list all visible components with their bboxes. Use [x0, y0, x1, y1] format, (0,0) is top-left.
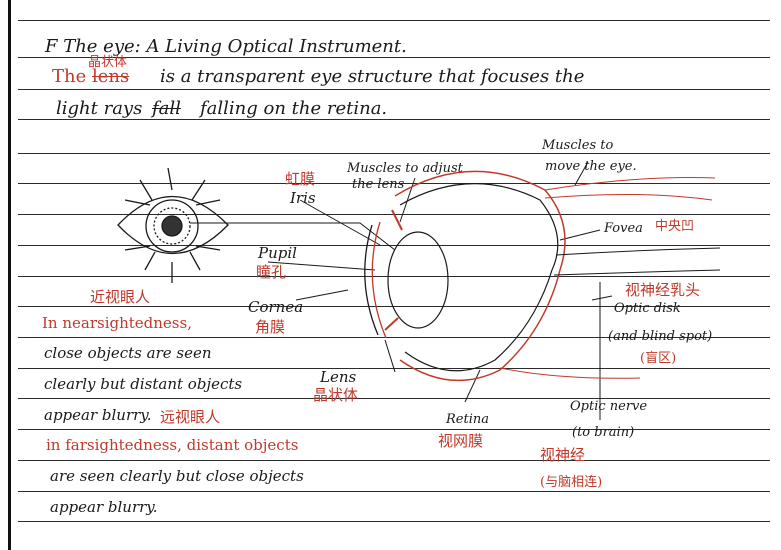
rule-line	[18, 20, 770, 21]
nearsighted-line4: appear blurry.	[44, 406, 152, 424]
cornea-label: Cornea	[248, 298, 304, 316]
pupil-label: Pupil	[258, 244, 297, 262]
rule-line	[18, 398, 770, 399]
optic-disk-label: Optic disk	[614, 301, 681, 316]
blind-spot-label: (and blind spot)	[608, 329, 713, 344]
farsighted-line3: appear blurry.	[50, 498, 158, 516]
iris-cn-label: 虹膜	[285, 170, 316, 188]
page-left-border	[8, 0, 11, 550]
intro-lens-word: lens	[92, 66, 130, 87]
optic-nerve-cn-label: 视神经	[540, 446, 586, 464]
lens-label: Lens	[320, 368, 357, 386]
rule-line	[18, 276, 770, 277]
muscles-lens-label-2: the lens	[352, 177, 405, 192]
rule-line	[18, 521, 770, 522]
nearsighted-line3: clearly but distant objects	[44, 375, 243, 393]
intro-line2-end: falling on the retina.	[200, 98, 388, 119]
intro-line2-start: light rays	[56, 98, 143, 119]
blind-spot-cn-label: (盲区)	[640, 351, 677, 366]
nearsighted-line1: In nearsightedness,	[42, 314, 192, 332]
rule-line	[18, 337, 770, 338]
eye-cross-section	[364, 170, 721, 382]
fovea-label: Fovea	[604, 221, 643, 236]
nearsighted-cn-note: 近视眼人	[90, 288, 151, 306]
farsighted-cn-note: 远视眼人	[160, 408, 221, 426]
retina-cn-label: 视网膜	[438, 432, 484, 450]
intro-the: The	[52, 66, 87, 87]
rule-line	[18, 245, 770, 246]
optic-disk-cn-label: 视神经乳头	[625, 281, 701, 299]
leader-lines	[190, 161, 613, 420]
page-title: F The eye: A Living Optical Instrument.	[45, 36, 407, 57]
intro-line2-strike: fall	[152, 98, 181, 119]
farsighted-line2: are seen clearly but close objects	[50, 467, 304, 485]
rule-line	[18, 306, 770, 307]
intro-line1: is a transparent eye structure that focu…	[160, 66, 585, 87]
pupil-cn-label: 瞳孔	[256, 263, 287, 281]
rule-line	[18, 57, 770, 58]
lens-cn-annotation: 晶状体	[88, 55, 128, 70]
muscles-lens-label: Muscles to adjust	[347, 161, 463, 176]
optic-nerve-label: Optic nerve	[570, 399, 648, 414]
optic-nerve-cn-label-2: (与脑相连)	[540, 475, 603, 490]
muscles-eye-label: Muscles to	[542, 138, 614, 153]
fovea-cn-label: 中央凹	[655, 219, 695, 234]
farsighted-line1: in farsightedness, distant objects	[46, 436, 299, 454]
rule-line	[18, 119, 770, 120]
nearsighted-line2: close objects are seen	[44, 344, 212, 362]
eye-front-view	[117, 167, 229, 283]
rule-line	[18, 153, 770, 154]
iris-label: Iris	[290, 189, 316, 207]
cornea-cn-label: 角膜	[255, 318, 286, 336]
muscles-eye-label-2: move the eye.	[545, 159, 637, 174]
rule-line	[18, 89, 770, 90]
rule-line	[18, 183, 770, 184]
to-brain-label: (to brain)	[572, 425, 635, 440]
rule-line	[18, 460, 770, 461]
rule-line	[18, 429, 770, 430]
lens-cn-label: 晶状体	[313, 386, 359, 404]
rule-line	[18, 491, 770, 492]
retina-label: Retina	[446, 412, 489, 427]
